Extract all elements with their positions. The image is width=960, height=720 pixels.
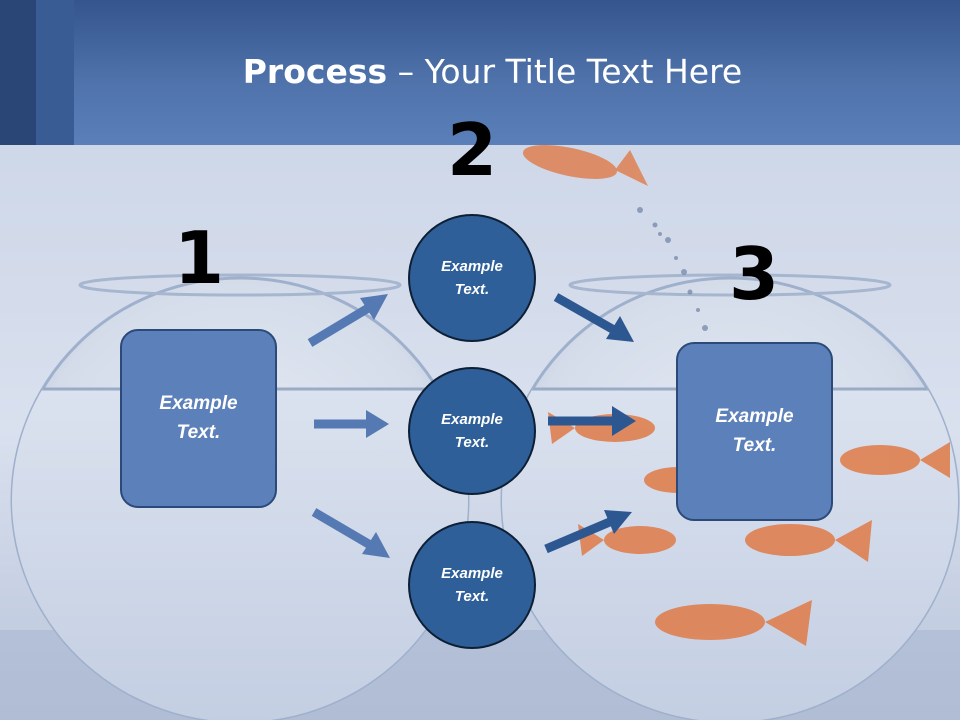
arrow-right-up (544, 510, 632, 554)
arrow-right-middle (548, 406, 636, 436)
slide-title[interactable]: Process – Your Title Text Here (0, 52, 960, 91)
arrow-left-down (311, 508, 390, 558)
step-3-text: Example Text. (715, 406, 794, 456)
step-2-circle-top[interactable]: Example Text. (408, 214, 536, 342)
header-bar (0, 0, 960, 145)
slide-title-bold: Process (242, 52, 388, 91)
step-2-circle-middle[interactable]: Example Text. (408, 367, 536, 495)
slide-title-rest: – Your Title Text Here (387, 52, 743, 91)
step-2-circle-bottom[interactable]: Example Text. (408, 521, 536, 649)
step-1-box[interactable]: Example Text. (120, 329, 277, 508)
step-number-3: 3 (728, 232, 780, 316)
header-accent-band (36, 0, 74, 145)
arrow-left-middle (314, 410, 389, 438)
step-3-box[interactable]: Example Text. (676, 342, 833, 521)
step-2-circle-text: Example Text. (441, 257, 503, 298)
step-2-circle-text: Example Text. (441, 564, 503, 605)
step-number-2: 2 (446, 108, 498, 192)
arrow-left-up (307, 294, 388, 347)
step-1-text: Example Text. (159, 393, 238, 443)
step-2-circle-text: Example Text. (441, 410, 503, 451)
header-accent-band (0, 0, 36, 145)
step-number-1: 1 (173, 216, 225, 300)
arrow-right-down (553, 293, 634, 342)
